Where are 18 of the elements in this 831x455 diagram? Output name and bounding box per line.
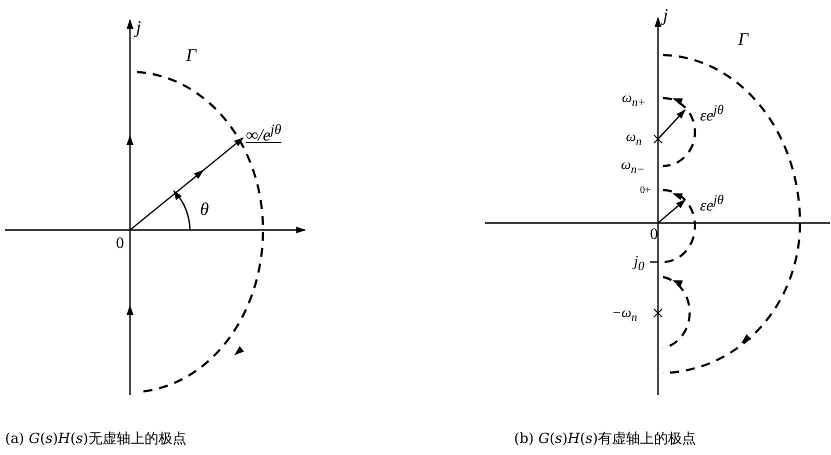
origin-label: 0 [116, 236, 124, 252]
contour-label: Γ [738, 30, 748, 48]
axis-label: j [663, 6, 668, 24]
tick-label: −ω$_{n}$ [612, 307, 638, 324]
tick-label: ω$_{n−}$ [621, 159, 645, 176]
contour-label: Γ [186, 46, 196, 64]
tick-label: ω$_{n}$ [626, 131, 642, 148]
tick-label: j$_{0}$ [634, 255, 644, 272]
figure-caption: (a) G(s)H(s)无虚轴上的极点 [5, 432, 186, 446]
tick-label: ω$_{n+}$ [622, 92, 646, 108]
vector-label: εe$^{jθ}$ [700, 103, 724, 124]
origin-label: 0 [650, 227, 658, 243]
tick-label: 0+ [640, 186, 651, 196]
vector-label: ∞/e$^{jθ}$ [246, 123, 282, 144]
angle-label: θ [200, 200, 209, 218]
figure-caption: (b) G(s)H(s)有虚轴上的极点 [514, 432, 696, 446]
axis-label: j [136, 18, 142, 36]
vector-label: εe$^{jθ}$ [700, 193, 724, 214]
